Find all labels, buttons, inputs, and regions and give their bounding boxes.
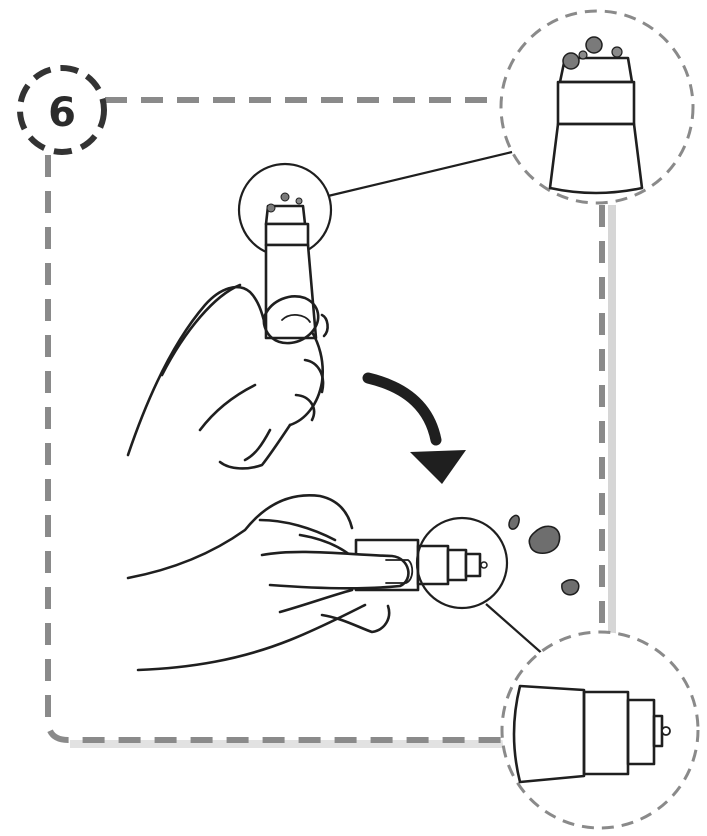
step-number: 6	[48, 90, 76, 136]
zoom-detail-top	[499, 9, 695, 205]
magnify-circle-bottom	[415, 516, 509, 610]
zoom-detail-bottom	[500, 630, 700, 830]
lower-hand-with-pen	[126, 494, 509, 672]
liquid-droplet-icon	[508, 514, 580, 596]
leader-line-top	[327, 150, 513, 198]
upper-hand-with-pen	[126, 162, 333, 470]
curved-arrow-down-icon	[362, 372, 466, 484]
droplet-cluster-large	[562, 36, 623, 70]
step-frame	[45, 97, 616, 748]
leader-line-bottom	[485, 603, 546, 657]
step-badge: 6	[17, 65, 107, 155]
